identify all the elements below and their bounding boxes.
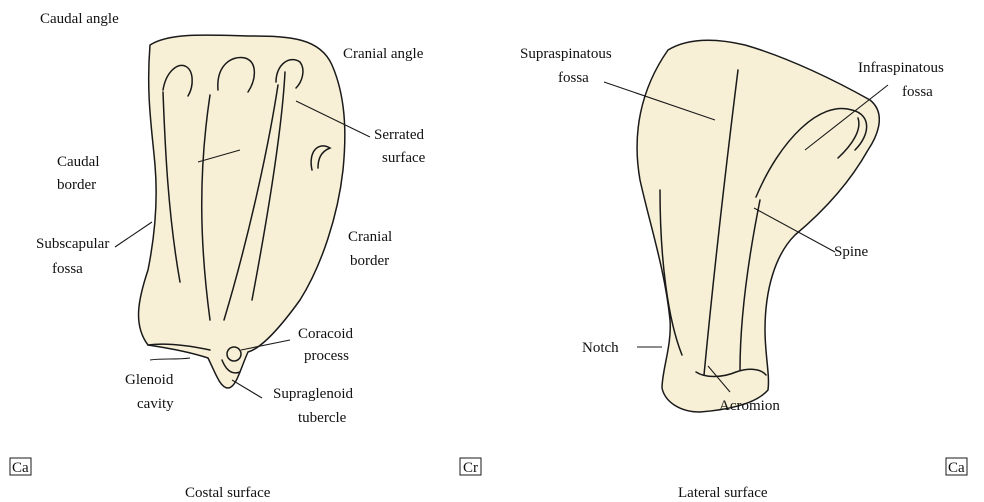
label-acromion: Acromion [719,398,780,414]
orientation-box-right: Ca [946,458,967,476]
label-infraspinatous: Infraspinatous [858,60,944,76]
caption-lateral-surface: Lateral surface [678,485,768,501]
costal-surface-figure: Caudal angle Cranial angle Serrated surf… [36,11,426,501]
label-cranial: Cranial [348,229,392,245]
label-supraspinatous: Supraspinatous [520,46,612,62]
orientation-label-middle: Cr [463,460,478,476]
label-border-cranial: border [350,253,389,269]
label-caudal-angle: Caudal angle [40,11,119,27]
label-fossa-infraspinatous: fossa [902,84,933,100]
label-fossa-supraspinatous: fossa [558,70,589,86]
label-coracoid: Coracoid [298,326,353,342]
label-surface: surface [382,150,426,166]
label-supraglenoid: Supraglenoid [273,386,353,402]
label-tubercle: tubercle [298,410,347,426]
lateral-scapula-outline [637,40,879,412]
lateral-surface-figure: Supraspinatous fossa Infraspinatous foss… [520,40,944,501]
label-subscapular: Subscapular [36,236,109,252]
leader-supraglenoid-tubercle [232,380,262,398]
caption-costal-surface: Costal surface [185,485,271,501]
label-serrated: Serrated [374,127,424,143]
label-fossa-subscapular: fossa [52,261,83,277]
leader-glenoid-cavity [150,358,190,360]
label-caudal: Caudal [57,154,100,170]
label-notch: Notch [582,340,619,356]
label-cranial-angle: Cranial angle [343,46,424,62]
label-spine: Spine [834,244,869,260]
label-process: process [304,348,349,364]
orientation-box-middle: Cr [460,458,481,476]
leader-subscapular [115,222,152,247]
orientation-box-left: Ca [10,458,31,476]
label-border-caudal: border [57,177,96,193]
orientation-label-right: Ca [948,460,965,476]
label-cavity: cavity [137,396,174,412]
orientation-label-left: Ca [12,460,29,476]
label-glenoid: Glenoid [125,372,174,388]
